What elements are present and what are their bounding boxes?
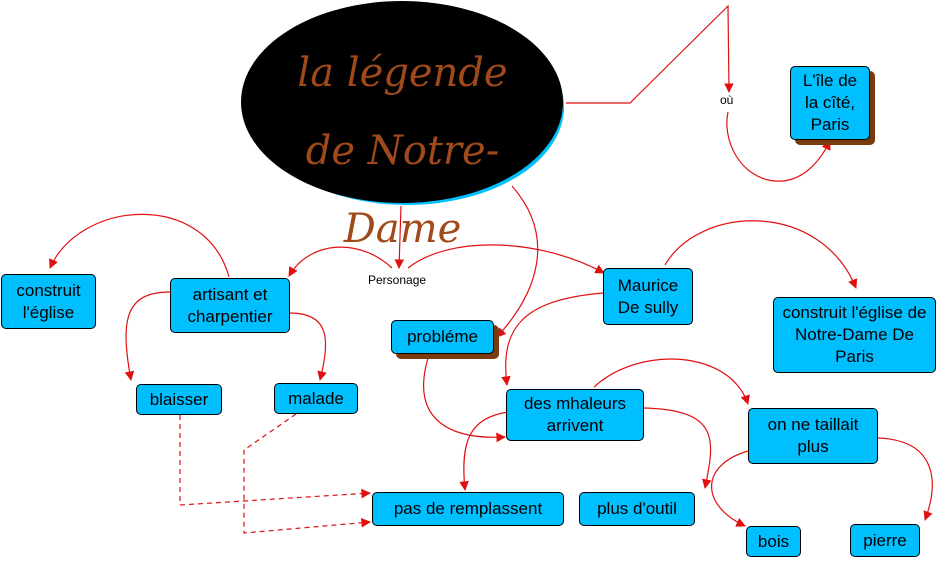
link-malade-to-remplassent xyxy=(243,413,371,534)
node-artisant-charpentier[interactable]: artisant et charpentier xyxy=(170,278,290,333)
node-plus-d-outil[interactable]: plus d'outil xyxy=(579,492,695,526)
link-artisant-to-blaisser xyxy=(124,291,171,381)
link-mhaleurs-to-taillait xyxy=(593,358,750,405)
title-line-2: de Notre-Dame xyxy=(305,128,500,252)
link-mhaleurs-to-outil xyxy=(643,407,712,489)
link-artisant-to-malade xyxy=(289,312,327,381)
node-construit-eglise[interactable]: construit l'église xyxy=(1,274,96,329)
link-label-ou: où xyxy=(718,93,736,107)
title-ellipse xyxy=(241,1,564,205)
link-maurice-to-construit-nd xyxy=(664,220,858,289)
title-text: la légende de Notre-Dame xyxy=(260,34,545,268)
link-blaisser-to-remplassent xyxy=(179,415,371,506)
link-artisant-to-construit xyxy=(49,213,230,278)
node-bois[interactable]: bois xyxy=(746,526,801,557)
node-maurice-de-sully[interactable]: Maurice De sully xyxy=(603,268,693,325)
link-taillait-to-bois xyxy=(711,450,749,527)
node-malade[interactable]: malade xyxy=(274,383,358,414)
title-node[interactable]: la légende de Notre-Dame xyxy=(240,0,565,252)
link-title-to-personage xyxy=(394,205,405,269)
node-pierre[interactable]: pierre xyxy=(850,524,920,557)
link-personage-to-artisant xyxy=(288,246,393,277)
node-des-mhaleurs-arrivent[interactable]: des mhaleurs arrivent xyxy=(506,389,644,441)
link-probleme-to-mhaleurs xyxy=(423,357,506,443)
link-taillait-to-pierre xyxy=(877,437,933,521)
link-maurice-to-mhaleurs xyxy=(501,292,604,386)
node-probleme[interactable]: probléme xyxy=(391,320,494,354)
link-title-to-ou xyxy=(566,4,734,104)
title-line-1: la légende xyxy=(297,50,508,96)
node-blaisser[interactable]: blaisser xyxy=(136,384,222,415)
node-on-ne-taillait-plus[interactable]: on ne taillait plus xyxy=(748,408,878,464)
node-ile-de-la-cite[interactable]: L'île de la cîté, Paris xyxy=(790,66,870,140)
link-label-personage: Personage xyxy=(366,273,429,287)
link-personage-to-maurice xyxy=(407,244,605,274)
node-construit-notre-dame[interactable]: construit l'église de Notre-Dame De Pari… xyxy=(773,297,936,373)
node-pas-de-remplassent[interactable]: pas de remplassent xyxy=(372,492,564,526)
link-ou-to-ile xyxy=(726,111,831,182)
link-mhaleurs-to-remplassent xyxy=(459,411,509,491)
link-title-to-probleme xyxy=(496,185,539,338)
